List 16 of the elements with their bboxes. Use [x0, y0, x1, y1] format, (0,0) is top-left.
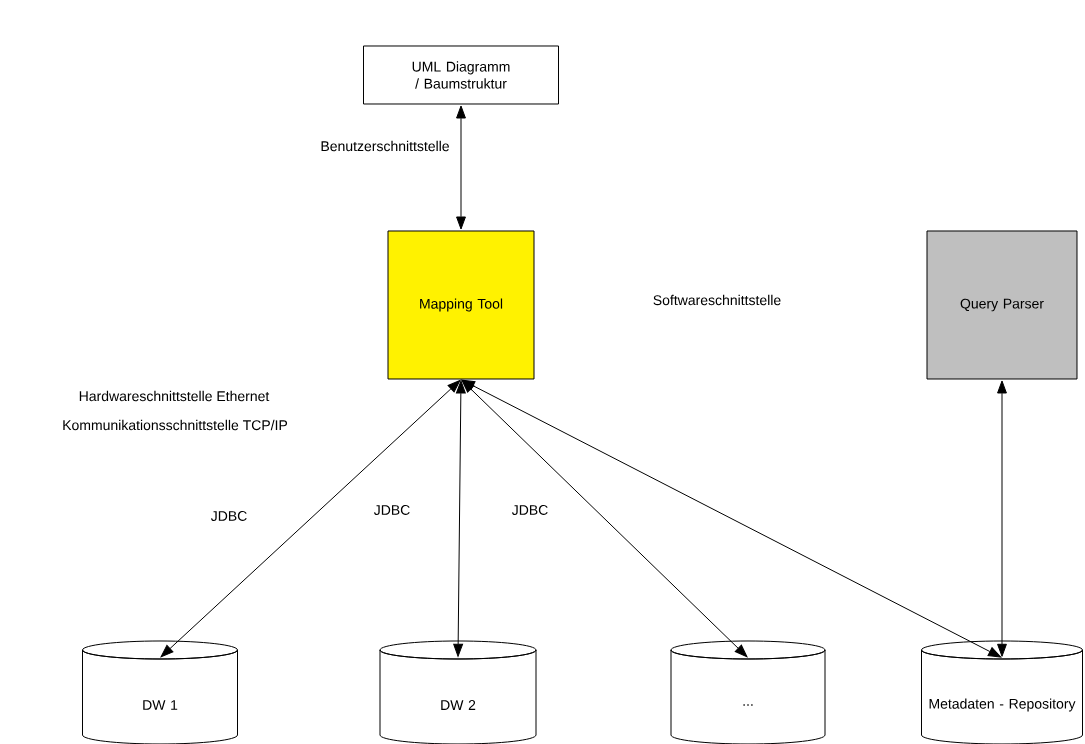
arrow — [461, 379, 1002, 658]
annotation-text: Kommunikationsschnittstelle TCP/IP — [63, 419, 288, 431]
arrow — [997, 380, 1007, 657]
edge-label: JDBC — [209, 510, 249, 522]
arrow — [160, 380, 461, 658]
process-box: UML Diagramm / Baumstruktur — [363, 45, 559, 105]
edge-label: JDBC — [510, 504, 550, 516]
process-box: Mapping Tool — [387, 230, 535, 380]
annotation-text: Hardwareschnittstelle Ethernet — [79, 390, 270, 402]
arrow — [456, 105, 466, 230]
annotation-text: Softwareschnittstelle — [653, 294, 781, 306]
edge-label: JDBC — [372, 504, 412, 516]
arrow — [461, 380, 748, 658]
process-box: Query Parser — [926, 230, 1078, 380]
edge-label: Benutzerschnittstelle — [319, 139, 451, 153]
arrow — [453, 380, 466, 657]
